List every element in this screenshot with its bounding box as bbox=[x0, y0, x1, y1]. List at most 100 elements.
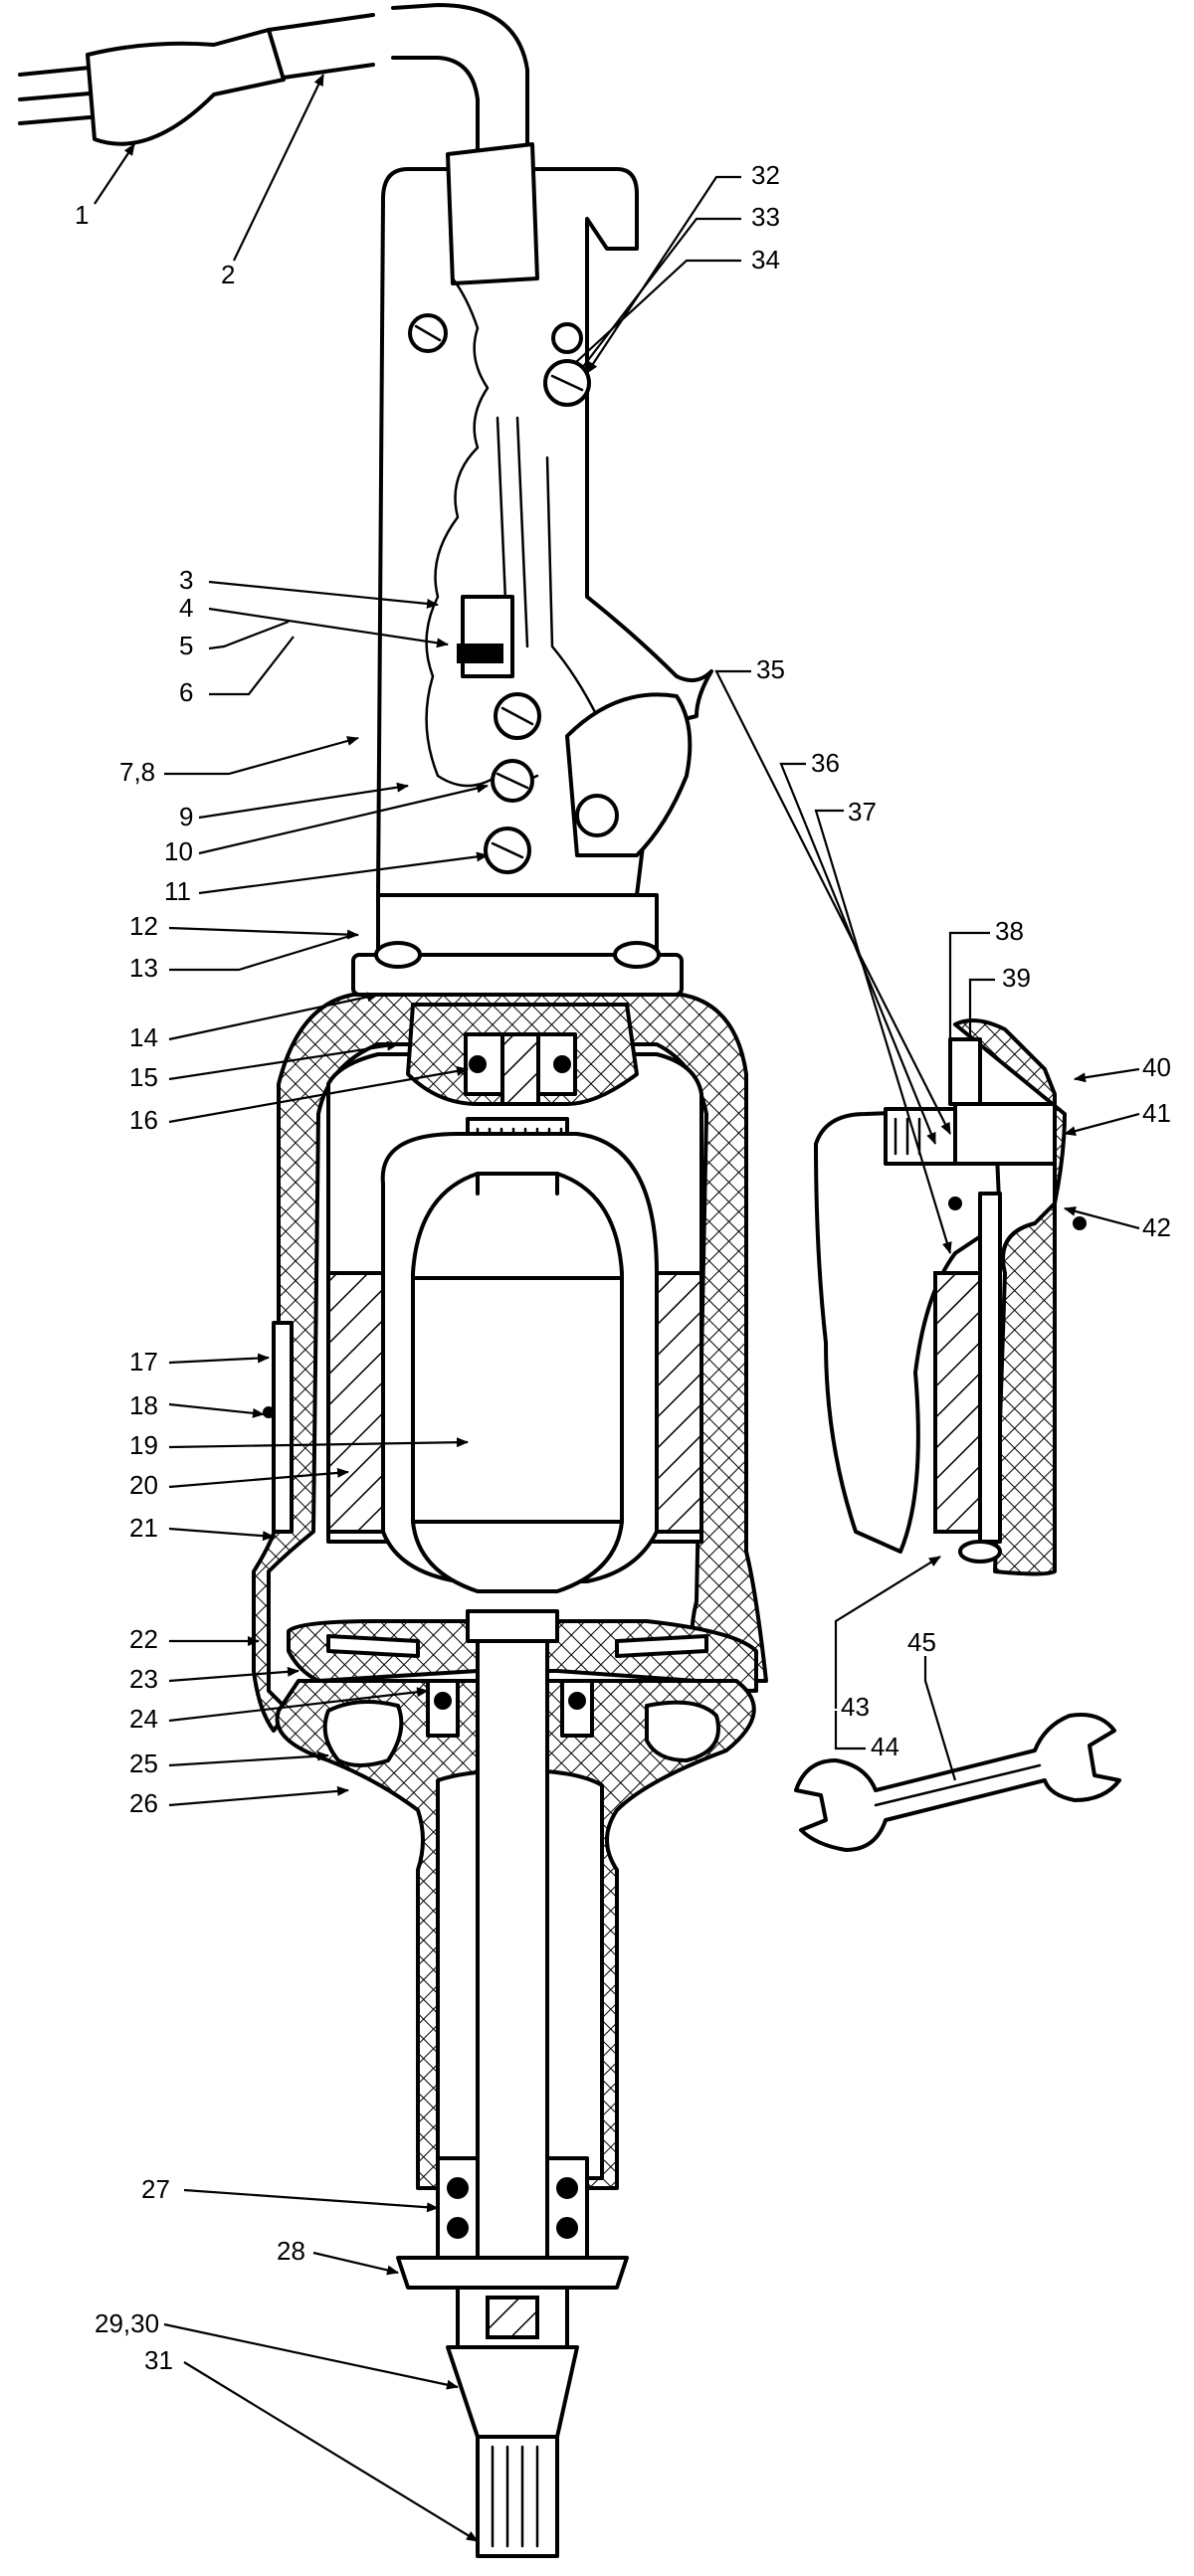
callout-25: 25 bbox=[129, 1748, 158, 1778]
leader-lines bbox=[94, 74, 1140, 2542]
callout-2: 2 bbox=[221, 260, 235, 289]
leader-5 bbox=[208, 620, 290, 650]
leader-12 bbox=[168, 926, 359, 940]
callout-42: 42 bbox=[1142, 1212, 1171, 1242]
callout-45: 45 bbox=[907, 1627, 936, 1657]
leader-31 bbox=[183, 2361, 479, 2542]
leader-14 bbox=[168, 992, 379, 1041]
leader-34 bbox=[574, 259, 741, 364]
callout-3: 3 bbox=[179, 565, 193, 595]
handle-housing bbox=[376, 142, 713, 957]
leader-36 bbox=[779, 762, 937, 1145]
callout-36: 36 bbox=[811, 748, 840, 778]
leader-9 bbox=[198, 782, 409, 820]
callout-6: 6 bbox=[179, 677, 193, 707]
upper-bearing bbox=[406, 1003, 639, 1106]
callout-23: 23 bbox=[129, 1664, 158, 1694]
leader-3 bbox=[208, 580, 439, 609]
callout-7-8: 7,8 bbox=[119, 757, 155, 787]
callout-12: 12 bbox=[129, 911, 158, 941]
leader-13 bbox=[169, 933, 354, 972]
callout-9: 9 bbox=[179, 802, 193, 831]
leader-41 bbox=[1064, 1112, 1140, 1136]
leader-43 bbox=[834, 1556, 941, 1709]
callout-22: 22 bbox=[129, 1624, 158, 1654]
callout-labels: 1 2 3 4 5 6 7,8 9 10 11 12 13 14 15 16 1… bbox=[75, 160, 1171, 2375]
callout-38: 38 bbox=[995, 916, 1024, 946]
leader-32 bbox=[586, 175, 741, 374]
mid-bearing bbox=[426, 1679, 594, 1738]
leader-24 bbox=[168, 1687, 429, 1723]
armature bbox=[411, 1172, 624, 1593]
callout-24: 24 bbox=[129, 1704, 158, 1734]
leader-28 bbox=[312, 2251, 399, 2276]
nameplate bbox=[263, 1321, 294, 1534]
leader-11 bbox=[198, 851, 489, 895]
callout-5: 5 bbox=[179, 631, 193, 660]
callout-14: 14 bbox=[129, 1022, 158, 1052]
leader-16 bbox=[168, 1065, 469, 1124]
leader-23 bbox=[168, 1666, 299, 1683]
callout-18: 18 bbox=[129, 1390, 158, 1420]
callout-21: 21 bbox=[129, 1513, 158, 1543]
leader-33 bbox=[581, 217, 741, 369]
leader-1 bbox=[94, 143, 135, 205]
leader-7-8 bbox=[164, 736, 359, 776]
callout-13: 13 bbox=[129, 953, 158, 983]
callout-17: 17 bbox=[129, 1347, 158, 1377]
callout-16: 16 bbox=[129, 1105, 158, 1135]
callout-27: 27 bbox=[141, 2174, 170, 2204]
callout-32: 32 bbox=[751, 160, 780, 190]
callout-11: 11 bbox=[164, 876, 191, 906]
leader-19 bbox=[168, 1437, 469, 1449]
callout-20: 20 bbox=[129, 1470, 158, 1500]
leader-4 bbox=[208, 607, 449, 648]
wrench bbox=[794, 1713, 1121, 1852]
leader-39 bbox=[968, 978, 995, 1039]
leader-20 bbox=[168, 1467, 349, 1489]
callout-37: 37 bbox=[848, 797, 877, 827]
leader-6 bbox=[209, 636, 295, 696]
leader-25 bbox=[168, 1750, 329, 1767]
callout-26: 26 bbox=[129, 1788, 158, 1818]
lower-bearing bbox=[436, 2156, 589, 2260]
callout-39: 39 bbox=[1002, 963, 1031, 993]
leader-10 bbox=[198, 783, 489, 855]
callout-40: 40 bbox=[1142, 1052, 1171, 1082]
leader-40 bbox=[1074, 1067, 1140, 1083]
leader-35 bbox=[714, 669, 951, 1135]
callout-44: 44 bbox=[871, 1732, 899, 1761]
callout-43: 43 bbox=[841, 1692, 870, 1722]
callout-34: 34 bbox=[751, 245, 780, 275]
leader-29-30 bbox=[163, 2322, 459, 2390]
leader-37 bbox=[814, 809, 952, 1254]
callout-4: 4 bbox=[179, 593, 193, 623]
leader-2 bbox=[233, 74, 324, 262]
leader-15 bbox=[168, 1040, 399, 1081]
callout-19: 19 bbox=[129, 1430, 158, 1460]
callout-15: 15 bbox=[129, 1062, 158, 1092]
callout-1: 1 bbox=[75, 200, 89, 230]
leader-27 bbox=[183, 2188, 439, 2213]
leader-17 bbox=[168, 1353, 270, 1365]
leader-18 bbox=[168, 1402, 265, 1418]
leader-21 bbox=[168, 1527, 275, 1542]
power-plug bbox=[18, 28, 286, 146]
callout-29-30: 29,30 bbox=[95, 2308, 159, 2338]
leader-42 bbox=[1064, 1206, 1140, 1230]
detail-switch-housing bbox=[814, 1018, 1087, 1576]
callout-10: 10 bbox=[164, 836, 193, 866]
callout-35: 35 bbox=[756, 654, 785, 684]
spindle-shaft bbox=[466, 1609, 559, 2260]
power-cord bbox=[267, 3, 529, 151]
callout-41: 41 bbox=[1142, 1098, 1171, 1128]
leader-38 bbox=[948, 931, 990, 1039]
collet-nut bbox=[396, 2256, 629, 2558]
leader-26 bbox=[168, 1785, 349, 1807]
callout-31: 31 bbox=[144, 2345, 173, 2375]
callout-33: 33 bbox=[751, 202, 780, 232]
leader-45 bbox=[923, 1656, 957, 1781]
callout-28: 28 bbox=[277, 2236, 305, 2266]
